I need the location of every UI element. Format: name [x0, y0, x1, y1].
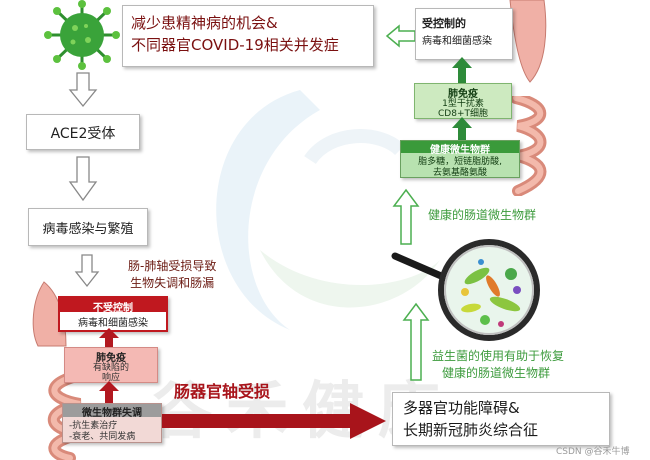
arrow-up-icon — [452, 117, 472, 141]
gut-organ-axis-label: 肠器官轴受损 — [174, 382, 271, 401]
uncontrolled-infection-box: 不受控制 病毒和细菌感染 — [58, 296, 168, 332]
probiotics-line2: 健康的肠道微生物群 — [442, 366, 551, 380]
watermark-text: 谷禾健康 — [150, 374, 455, 447]
lung-image-top-right — [509, 0, 547, 83]
gut-lung-axis-label: 肠-肺轴受损导致 生物失调和肠漏 — [128, 258, 216, 292]
outcome-box-bottom: 多器官功能障碍& 长期新冠肺炎综合征 — [392, 392, 610, 446]
top-box-line2: 不同器官COVID-19相关并发症 — [131, 36, 339, 54]
probiotics-line1: 益生菌的使用有助于恢复 — [432, 349, 565, 363]
arrow-left-icon — [385, 24, 416, 48]
bottom-box-line2: 长期新冠肺炎综合征 — [403, 421, 539, 439]
gut-lung-line2: 生物失调和肠漏 — [130, 276, 215, 290]
controlled-text: 病毒和细菌感染 — [422, 36, 492, 47]
intestine-image-right — [510, 96, 547, 196]
infection-label: 病毒感染与繁殖 — [42, 222, 134, 237]
arrow-up-icon — [99, 328, 119, 348]
gut-lung-line1: 肠-肺轴受损导致 — [128, 259, 217, 273]
infection-box: 病毒感染与繁殖 — [28, 208, 148, 246]
arrow-down-outline-icon — [74, 254, 100, 288]
uncontrolled-text: 病毒和细菌感染 — [78, 318, 148, 329]
arrow-up-icon — [99, 381, 119, 403]
defective-lung-immunity-box: 肺免疫 有缺陷的 响应 — [64, 347, 158, 383]
left-lung-immunity-line2: 响应 — [101, 373, 120, 383]
arrow-up-outline-icon — [392, 188, 420, 245]
microbiota-disorder-title: 微生物群失调 — [82, 408, 142, 419]
arrow-down-outline-icon — [68, 72, 98, 108]
top-box-line1: 减少患精神病的机会& — [131, 14, 278, 32]
csdn-credit: CSDN @谷禾牛博 — [556, 447, 630, 457]
controlled-infection-box: 受控制的 病毒和细菌感染 — [415, 8, 513, 60]
left-lung-immunity-line1: 有缺陷的 — [92, 363, 129, 373]
right-lung-immunity-line2: CD8+T细胞 — [438, 109, 488, 119]
controlled-title: 受控制的 — [422, 17, 466, 30]
lung-immunity-green-box: 肺免疫 1型干扰素 CD8+T细胞 — [414, 83, 512, 119]
right-lung-immunity-line1: 1型干扰素 — [442, 99, 484, 109]
intestine-image-left — [48, 370, 90, 460]
arrow-up-outline-icon — [402, 302, 430, 381]
healthy-microbiota-title: 健康微生物群 — [430, 145, 490, 156]
right-lung-immunity-title: 肺免疫 — [448, 89, 478, 100]
ace2-label: ACE2受体 — [50, 126, 116, 142]
lung-image-left — [32, 281, 67, 347]
ace2-receptor-box: ACE2受体 — [26, 114, 140, 150]
healthy-gut-label: 健康的肠道微生物群 — [428, 208, 537, 222]
arrow-down-outline-icon — [68, 156, 98, 202]
left-lung-immunity-title: 肺免疫 — [96, 353, 126, 364]
microbiota-disorder-line2: -衰老、共同发病 — [69, 432, 136, 442]
magnifier-bacteria-image — [391, 239, 540, 341]
healthy-microbiota-line2: 去氨基酪氨酸 — [432, 168, 487, 178]
arrow-right-icon — [162, 403, 386, 439]
healthy-microbiota-box: 健康微生物群 脂多糖，短链脂肪酸, 去氨基酪氨酸 — [400, 140, 520, 178]
uncontrolled-title: 不受控制 — [93, 303, 133, 314]
healthy-microbiota-line1: 脂多糖，短链脂肪酸, — [418, 157, 502, 167]
microbiota-disorder-line1: -抗生素治疗 — [69, 421, 118, 431]
coronavirus-icon — [44, 0, 120, 70]
probiotics-label: 益生菌的使用有助于恢复 健康的肠道微生物群 — [432, 348, 564, 382]
bottom-box-line1: 多器官功能障碍& — [403, 399, 520, 417]
outcome-box-top: 减少患精神病的机会& 不同器官COVID-19相关并发症 — [122, 5, 374, 67]
arrow-up-icon — [452, 57, 472, 83]
microbiota-disorder-box: 微生物群失调 -抗生素治疗 -衰老、共同发病 — [62, 403, 162, 443]
